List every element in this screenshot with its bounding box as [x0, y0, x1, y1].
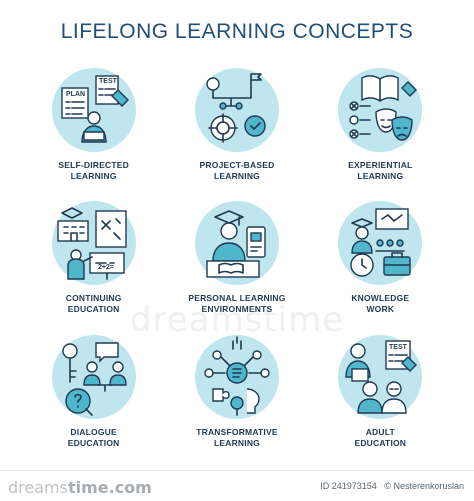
head-puzzle-icon — [194, 334, 279, 419]
author-credit: © Nesterenkoruslan — [384, 481, 464, 491]
book-masks-icon — [338, 68, 423, 152]
page-title: LIFELONG LEARNING CONCEPTS — [60, 20, 414, 43]
test-label: TEST — [389, 344, 408, 351]
image-id-credit: ID 241973154 © Nesterenkoruslan — [320, 481, 464, 491]
svg-text:2+2=: 2+2= — [98, 264, 114, 271]
school-board-icon: 2+2= — [51, 201, 136, 286]
stock-footer: dreamstime.com ID 241973154 © Nesterenko… — [0, 470, 474, 501]
test-label: TEST — [99, 78, 118, 85]
adult-test-icon: TEST — [338, 334, 423, 419]
plan-test-reader-icon: PLAN TEST — [51, 68, 136, 152]
graduate-laptop-icon — [194, 201, 279, 286]
image-id: ID 241973154 — [320, 481, 377, 491]
key-conversation-icon — [51, 334, 136, 419]
project-network-icon — [194, 68, 279, 152]
plan-label: PLAN — [66, 91, 85, 98]
presenter-clock-briefcase-icon — [338, 201, 423, 286]
stock-brand-logo: dreamstime.com — [8, 478, 152, 497]
